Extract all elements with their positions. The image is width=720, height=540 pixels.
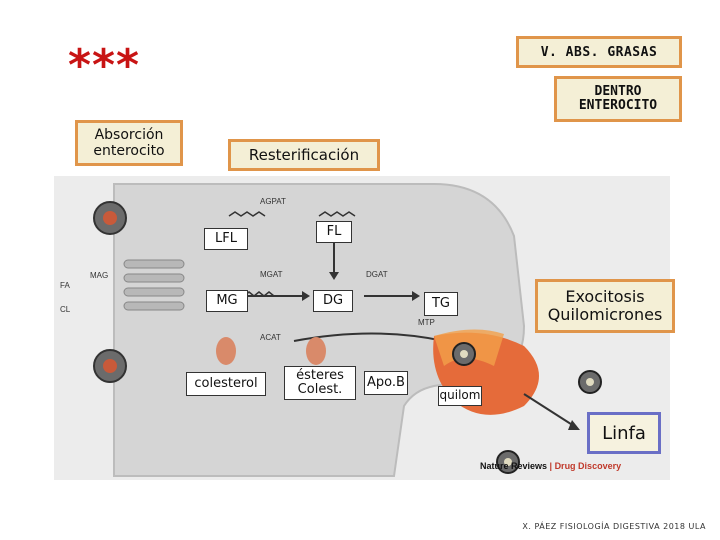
exocitosis-box: Exocitosis Quilomicrones [535, 279, 675, 333]
micelle-icon [93, 349, 127, 383]
esteres-label: ésteres Colest. [284, 366, 356, 400]
fl-label: FL [316, 221, 352, 243]
linfa-box: Linfa [587, 412, 661, 454]
subtitle-box: DENTRO ENTEROCITO [554, 76, 682, 122]
agpat-label: AGPAT [260, 197, 286, 206]
cl-label: CL [60, 305, 71, 314]
acat-label: ACAT [260, 333, 281, 342]
absorcion-box: Absorción enterocito [75, 120, 183, 166]
tg-label: TG [424, 292, 458, 316]
quilom-label: quilom [438, 386, 482, 406]
chylomicron-icon [496, 450, 520, 474]
mtp-label: MTP [418, 318, 435, 327]
dgat-label: DGAT [366, 270, 388, 279]
brand-a: Nature Reviews [480, 461, 548, 471]
mgat-label: MGAT [260, 270, 283, 279]
source-brand: Nature Reviews | Drug Discovery [480, 461, 621, 471]
emphasis-stars: *** [68, 40, 141, 91]
colesterol-label: colesterol [186, 372, 266, 396]
chylomicron-icon [452, 342, 476, 366]
apob-label: Apo.B [364, 371, 408, 395]
micelle-icon [93, 201, 127, 235]
mg-label: MG [206, 290, 248, 312]
footer-credit: X. PÁEZ FISIOLOGÍA DIGESTIVA 2018 ULA [522, 522, 706, 531]
fa-label: FA [60, 281, 70, 290]
title-box: V. ABS. GRASAS [516, 36, 682, 68]
mag-label: MAG [90, 271, 108, 280]
brand-b: Drug Discovery [554, 461, 622, 471]
lfl-label: LFL [204, 228, 248, 250]
brand-sep: | [547, 461, 555, 471]
dg-label: DG [313, 290, 353, 312]
chylomicron-icon [578, 370, 602, 394]
resterificacion-box: Resterificación [228, 139, 380, 171]
